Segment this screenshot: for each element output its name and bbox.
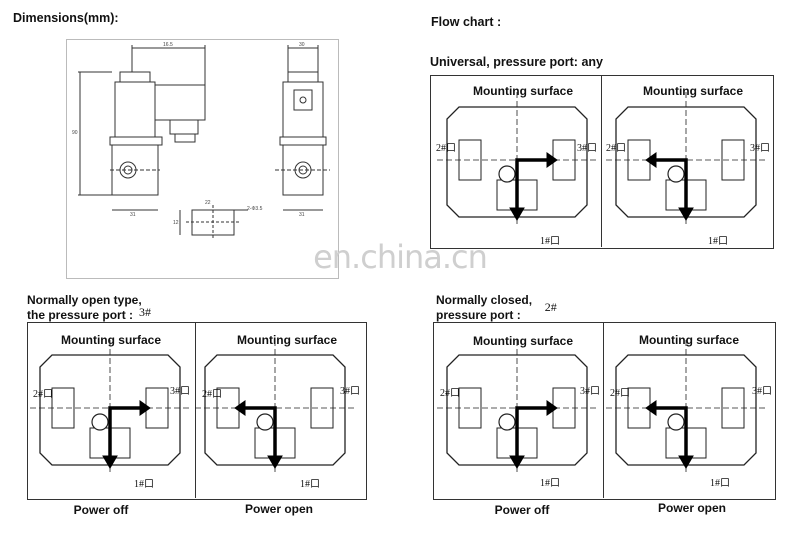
- normally-closed-title-line2: pressure port : 2#: [436, 300, 557, 323]
- normally-closed-right-caption: Power open: [657, 501, 726, 515]
- normally-open-left-body: [39, 354, 181, 466]
- universal-left-label: Mounting surface: [472, 84, 573, 98]
- normally-open-left-flow-path: [108, 406, 144, 462]
- normally-closed-right-seal-ball: [667, 413, 685, 431]
- universal-right-port2: 2#口: [606, 143, 626, 154]
- normally-closed-title: Normally closed, pressure port : 2#: [436, 293, 557, 323]
- normally-closed-left-port2: 2#口: [440, 388, 460, 399]
- normally-open-left-label: Mounting surface: [60, 333, 161, 347]
- normally-closed-left-flow-arrowhead-down: [509, 455, 525, 469]
- normally-open-left-seal-ball: [91, 413, 109, 431]
- universal-left-port2: 2#口: [436, 143, 456, 154]
- normally-closed-right-flow-arrowhead-side: [645, 400, 657, 416]
- universal-right-flow-arrowhead-side: [645, 152, 657, 168]
- normally-closed-right-body: [615, 354, 757, 466]
- normally-closed-left-flow-arrowhead-side: [546, 400, 558, 416]
- normally-open-left-port1: 1#口: [134, 479, 154, 490]
- dim-label: 12: [173, 220, 179, 226]
- normally-closed-right-flow-arrowhead-down: [678, 455, 694, 469]
- universal-right-port1: 1#口: [708, 236, 728, 247]
- normally-open-right-caption: Power open: [244, 502, 313, 516]
- normally-closed-panel: [433, 322, 776, 500]
- normally-open-right-flow-arrowhead-down: [267, 455, 283, 469]
- universal-left-seal-ball: [498, 165, 516, 183]
- dim-label: 31: [299, 212, 305, 218]
- universal-right-label: Mounting surface: [642, 84, 743, 98]
- universal-right-body: [615, 106, 757, 218]
- normally-closed-right-port2: 2#口: [610, 388, 630, 399]
- normally-open-right-flow-arrowhead-side: [234, 400, 246, 416]
- normally-open-divider: [195, 322, 197, 498]
- normally-closed-title-text: pressure port :: [436, 308, 521, 322]
- dim-label: 90: [72, 130, 78, 136]
- normally-open-left-flow-arrowhead-side: [139, 400, 151, 416]
- normally-open-right-label: Mounting surface: [236, 333, 337, 347]
- dim-label: 2-Φ3.5: [247, 206, 263, 212]
- normally-open-right-flow-path: [241, 406, 277, 462]
- universal-divider: [601, 75, 603, 247]
- normally-open-right-port2: 2#口: [202, 389, 222, 400]
- normally-closed-left-port3: 3#口: [580, 386, 600, 397]
- normally-closed-right-port1: 1#口: [710, 478, 730, 489]
- dim-label: 30: [299, 42, 305, 48]
- universal-right-flow-arrowhead-down: [678, 207, 694, 221]
- normally-open-right-body: [204, 354, 346, 466]
- normally-open-left-caption: Power off: [73, 503, 129, 517]
- dimensions-heading: Dimensions(mm):: [13, 11, 119, 25]
- normally-open-title-line1: Normally open type,: [27, 293, 142, 307]
- normally-open-title-text: the pressure port :: [27, 308, 134, 322]
- normally-open-left-port2: 2#口: [33, 389, 53, 400]
- universal-left-flow-path: [515, 158, 551, 214]
- normally-closed-divider: [603, 322, 605, 498]
- dim-label: 22: [205, 200, 211, 206]
- normally-open-right-seal-ball: [256, 413, 274, 431]
- flow-chart-heading: Flow chart :: [431, 15, 502, 29]
- normally-closed-left-port1: 1#口: [540, 478, 560, 489]
- dim-label: 31: [130, 212, 136, 218]
- normally-open-left-flow-arrowhead-down: [102, 455, 118, 469]
- dim-label: 16.5: [163, 42, 173, 48]
- normally-open-title: Normally open type, the pressure port : 3…: [27, 293, 151, 323]
- universal-left-port3: 3#口: [577, 143, 597, 154]
- normally-closed-right-flow-path: [652, 406, 688, 462]
- normally-open-title-line2: the pressure port : 3#: [27, 305, 152, 323]
- normally-open-port: 3#: [139, 305, 152, 319]
- normally-closed-port: 2#: [544, 300, 557, 314]
- normally-open-right-port1: 1#口: [300, 479, 320, 490]
- universal-title: Universal, pressure port: any: [430, 55, 603, 69]
- normally-open-right-port3: 3#口: [340, 386, 360, 397]
- universal-right-seal-ball: [667, 165, 685, 183]
- universal-right-flow-path: [652, 158, 688, 214]
- normally-closed-title-line1: Normally closed,: [436, 293, 533, 307]
- normally-closed-left-flow-path: [515, 406, 551, 462]
- universal-left-body: [446, 106, 588, 218]
- universal-left-flow-arrowhead-down: [509, 207, 525, 221]
- normally-closed-left-seal-ball: [498, 413, 516, 431]
- normally-closed-right-port3: 3#口: [752, 386, 772, 397]
- universal-left-flow-arrowhead-side: [546, 152, 558, 168]
- normally-closed-left-label: Mounting surface: [472, 334, 573, 348]
- normally-closed-left-body: [446, 354, 588, 466]
- normally-open-left-port3: 3#口: [170, 386, 190, 397]
- universal-right-port3: 3#口: [750, 143, 770, 154]
- universal-left-port1: 1#口: [540, 236, 560, 247]
- normally-closed-left-caption: Power off: [494, 503, 550, 517]
- normally-open-panel: [27, 322, 367, 500]
- normally-closed-right-label: Mounting surface: [638, 333, 739, 347]
